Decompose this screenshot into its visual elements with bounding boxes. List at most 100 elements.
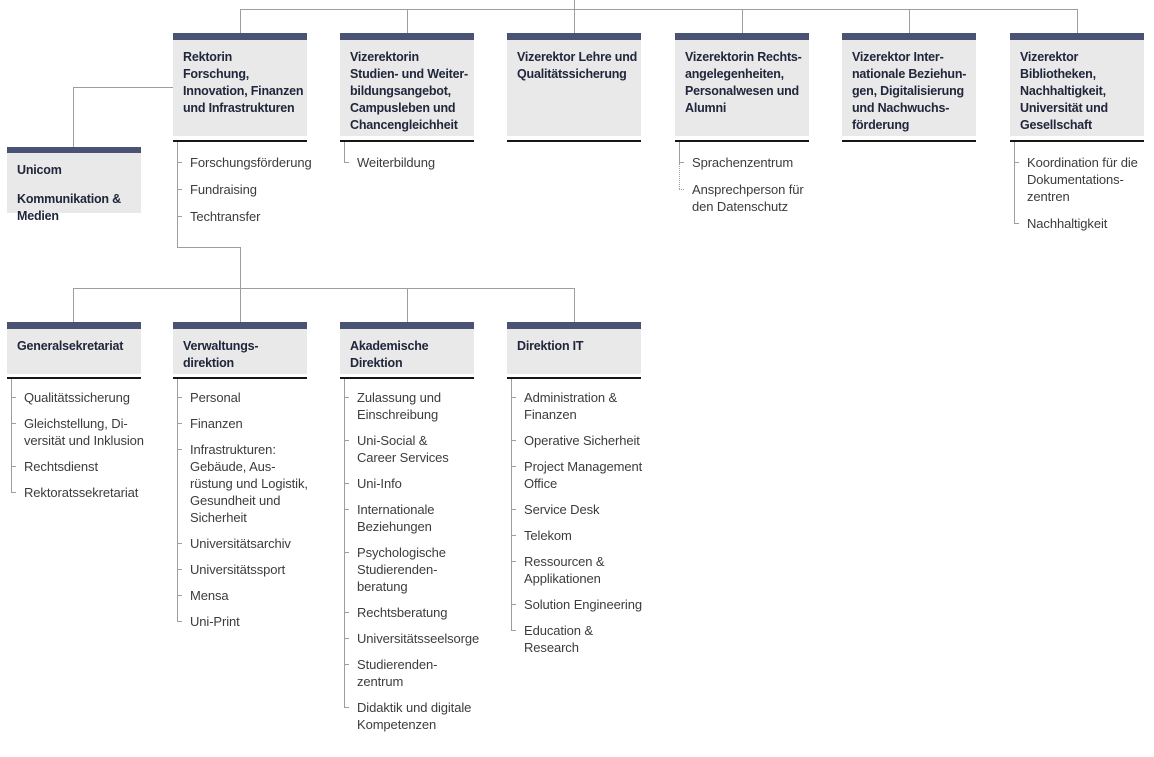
org-list-item: Sprachenzentrum bbox=[679, 154, 841, 171]
org-list-item: Fundraising bbox=[177, 181, 339, 208]
org-list-item: Psychologische Studierenden- beratung bbox=[344, 544, 506, 604]
connector-line bbox=[240, 9, 241, 33]
org-list-item: Weiterbildung bbox=[344, 154, 506, 171]
org-list-item: Telekom bbox=[511, 527, 673, 553]
org-list-item: Infrastrukturen: Gebäude, Aus- rüstung u… bbox=[177, 441, 339, 535]
orgbox-vizerektor-bibliotheken: Vizerektor Bibliotheken, Nachhaltigkeit,… bbox=[1010, 33, 1144, 136]
connector-line bbox=[73, 87, 74, 147]
orgbox-title: Direktion IT bbox=[517, 339, 584, 353]
orgbox-separator bbox=[507, 140, 641, 142]
org-list-item: Universitätsarchiv bbox=[177, 535, 339, 561]
connector-line bbox=[574, 0, 575, 9]
orgbox-rektorin-forschung: Rektorin Forschung, Innovation, Finanzen… bbox=[173, 33, 307, 136]
org-list-item: Service Desk bbox=[511, 501, 673, 527]
org-list-item: Administration & Finanzen bbox=[511, 389, 673, 432]
orgbox-header-bar bbox=[7, 322, 141, 329]
orgbox-header-bar bbox=[842, 33, 976, 40]
org-list-item: Zulassung und Einschreibung bbox=[344, 389, 506, 432]
org-list-item: Universitätsseelsorge bbox=[344, 630, 506, 656]
orgbox-header-bar bbox=[507, 33, 641, 40]
orgbox-header-bar bbox=[173, 322, 307, 329]
orgbox-vizerektor-lehre: Vizerektor Lehre und Qualitätssicherung bbox=[507, 33, 641, 136]
org-list-item: Solution Engineering bbox=[511, 596, 673, 622]
org-list-item: Koordination für die Dokumentations- zen… bbox=[1014, 154, 1154, 215]
orgbox-separator bbox=[173, 377, 307, 379]
org-list-item: Qualitätssicherung bbox=[11, 389, 173, 415]
org-list-item: Didaktik und digitale Kompetenzen bbox=[344, 699, 506, 733]
orgbox-header-bar bbox=[507, 322, 641, 329]
orgbox-title: Akademische Direktion bbox=[350, 339, 429, 370]
orgbox-title: Vizerektor Inter- nationale Beziehun- ge… bbox=[852, 50, 967, 132]
orgbox-subtitle: Kommunikation & Medien bbox=[17, 192, 121, 223]
connector-line bbox=[574, 288, 575, 322]
org-list-item: Uni-Info bbox=[344, 475, 506, 501]
orgbox-separator bbox=[340, 377, 474, 379]
orgbox-header-bar bbox=[675, 33, 809, 40]
orgbox-akademische-direktion: Akademische Direktion bbox=[340, 322, 474, 374]
org-sublist-bibliotheken: Koordination für die Dokumentations- zen… bbox=[1014, 142, 1154, 242]
connector-line bbox=[240, 9, 1078, 10]
org-list-item: Studierenden- zentrum bbox=[344, 656, 506, 699]
org-list-item: Operative Sicherheit bbox=[511, 432, 673, 458]
orgbox-header-bar bbox=[1010, 33, 1144, 40]
connector-line bbox=[574, 9, 575, 33]
orgbox-separator bbox=[1010, 140, 1144, 142]
org-list-item: Uni-Social & Career Services bbox=[344, 432, 506, 475]
orgbox-vizerektorin-studien: Vizerektorin Studien- und Weiter- bildun… bbox=[340, 33, 474, 136]
org-list-item: Ressourcen & Applikationen bbox=[511, 553, 673, 596]
orgbox-header-bar bbox=[340, 33, 474, 40]
orgbox-header-bar bbox=[7, 147, 141, 153]
orgbox-title: Generalsekretariat bbox=[17, 339, 124, 353]
org-list-item: Rektoratssekretariat bbox=[11, 484, 173, 501]
connector-line bbox=[1077, 9, 1078, 33]
org-list-item: Gleichstellung, Di- versität und Inklusi… bbox=[11, 415, 173, 458]
orgbox-separator bbox=[340, 140, 474, 142]
orgbox-title: Vizerektor Bibliotheken, Nachhaltigkeit,… bbox=[1020, 50, 1108, 132]
connector-line bbox=[407, 9, 408, 33]
orgbox-header-bar bbox=[173, 33, 307, 40]
org-list-item: Rechtsdienst bbox=[11, 458, 173, 484]
connector-line bbox=[909, 9, 910, 33]
org-list-item: Project Management Office bbox=[511, 458, 673, 501]
orgbox-title: Unicom bbox=[17, 163, 62, 177]
connector-line bbox=[240, 247, 241, 289]
connector-line bbox=[73, 288, 74, 322]
orgbox-direktion-it: Direktion IT bbox=[507, 322, 641, 374]
org-list-item: Internationale Beziehungen bbox=[344, 501, 506, 544]
orgbox-separator bbox=[173, 140, 307, 142]
connector-line bbox=[73, 87, 174, 88]
org-list-item: Techtransfer bbox=[177, 208, 339, 225]
org-list-item: Nachhaltigkeit bbox=[1014, 215, 1154, 232]
connector-line bbox=[240, 288, 241, 322]
orgbox-title: Vizerektor Lehre und Qualitätssicherung bbox=[517, 50, 638, 81]
orgbox-title: Rektorin Forschung, Innovation, Finanzen… bbox=[183, 50, 304, 115]
org-list-item: Personal bbox=[177, 389, 339, 415]
orgbox-unicom: Unicom Kommunikation & Medien bbox=[7, 147, 141, 223]
orgbox-vizerektorin-rechts: Vizerektorin Rechts- angelegenheiten, Pe… bbox=[675, 33, 809, 136]
connector-line bbox=[742, 9, 743, 33]
orgbox-separator bbox=[507, 377, 641, 379]
orgbox-title: Vizerektorin Rechts- angelegenheiten, Pe… bbox=[685, 50, 802, 115]
orgbox-verwaltungsdirektion: Verwaltungs- direktion bbox=[173, 322, 307, 374]
connector-line bbox=[177, 247, 241, 248]
org-list-item: Forschungsförderung bbox=[177, 154, 339, 181]
connector-line bbox=[407, 288, 408, 322]
orgbox-separator bbox=[842, 140, 976, 142]
org-list-item: Rechtsberatung bbox=[344, 604, 506, 630]
org-list-item: Finanzen bbox=[177, 415, 339, 441]
org-list-item: Mensa bbox=[177, 587, 339, 613]
orgbox-generalsekretariat: Generalsekretariat bbox=[7, 322, 141, 374]
orgbox-separator bbox=[675, 140, 809, 142]
org-list-item: Ansprechperson für den Datenschutz bbox=[679, 163, 841, 215]
org-list-item: Uni-Print bbox=[177, 613, 339, 630]
orgbox-separator bbox=[7, 377, 141, 379]
orgbox-title: Verwaltungs- direktion bbox=[183, 339, 259, 370]
org-sublist-studien: Weiterbildung bbox=[344, 142, 506, 181]
